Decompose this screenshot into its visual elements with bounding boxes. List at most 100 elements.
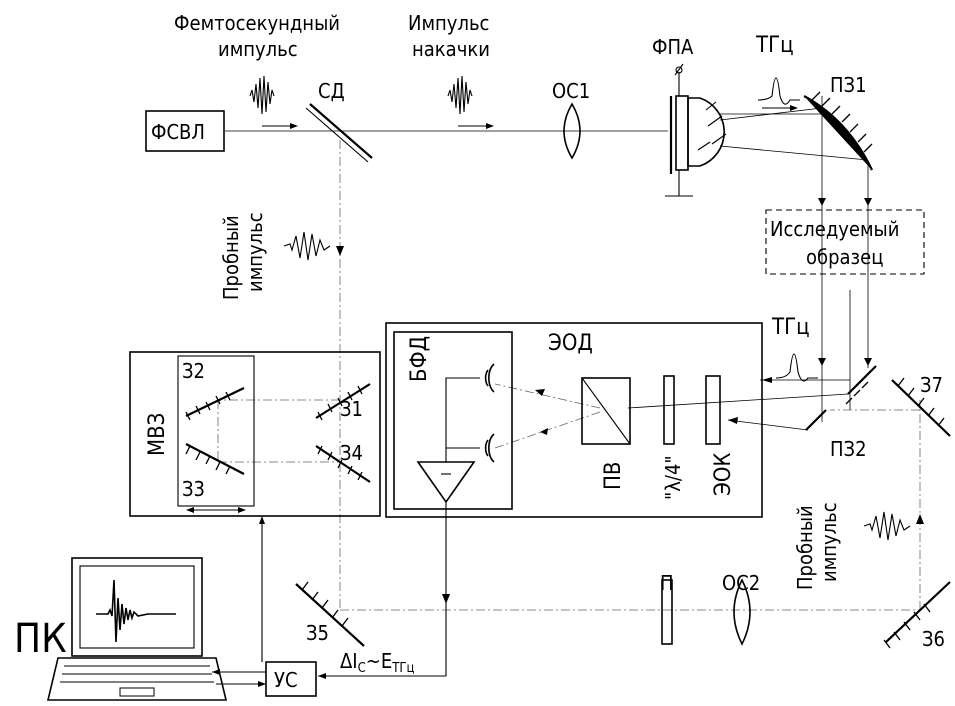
parabolic-mirror-2-label: ПЗ2 [830,437,867,461]
parabolic-mirror-2 [847,365,877,395]
signal-amplifier-box [265,661,317,697]
svg-text:ПВ: ПВ [601,462,626,490]
mirror-z5 [295,583,365,647]
mirror-z7-hatch [897,377,945,427]
silicon-lens [687,97,725,167]
eo-crystal-label: ЭОК [711,453,736,496]
parabolic-mirror-1 [803,95,873,171]
laptop-keyboard [60,665,214,697]
probe-right-label: Пробный импульс [793,502,841,590]
probe-left-pulse [283,231,331,261]
femto-pulse-arrow-head [290,123,298,129]
photodiode-top-inner [484,369,489,387]
mirror-z1 [315,383,371,419]
mirror-z4 [315,445,371,483]
thz-arrow-3 [818,358,826,366]
pm1-hatch [811,91,873,153]
beam-splitter [309,103,373,159]
wire-pc-to-amp-arrow [258,681,266,687]
wollaston-label: ПВ [601,462,626,490]
wire-amp-to-delay-arrow [259,516,265,524]
beam-splitter-label: СД [318,79,345,103]
silicon-lens-hatch-4 [697,141,711,151]
thz-beam-spread [719,107,823,121]
thz-beam-lower [719,145,869,161]
svg-text:импульс: импульс [817,502,841,582]
laptop-screen [79,565,195,649]
mirror-z2-label: З2 [182,359,205,383]
sample-box [765,209,925,275]
laser-label: ФСВЛ [151,120,205,144]
carriage-arrow-right [238,507,246,513]
pca-block [675,95,689,171]
parabolic-mirror-1-label: ПЗ1 [830,73,867,97]
laptop-base [46,657,228,701]
beam-splitter-back [305,107,369,163]
signal-amplifier-label: УС [274,668,298,692]
delay-line-carriage [177,355,255,507]
mirror-z3 [185,443,245,475]
lens-os1 [563,102,581,160]
mirror-z3-hatch [185,445,231,475]
eoc-arrow-2 [762,377,772,383]
svg-text:БФД: БФД [407,336,432,382]
photodiode-top [488,363,495,393]
svg-text:ЭОК: ЭОК [711,453,736,496]
mirror-z3-label: З3 [182,477,205,501]
bpd-label: БФД [407,336,432,382]
thz-mid-pulse [775,353,818,382]
mirror-z7-label: З7 [920,373,943,397]
thz-mid-label: ТГц [771,315,810,340]
wollaston-prism [581,377,631,445]
svg-text:МВЗ: МВЗ [145,413,170,456]
eoc-arrow-1 [728,417,738,424]
polarizer-label: П [660,571,674,595]
svg-text:Пробный: Пробный [219,215,243,300]
pca-label: ФПА [652,35,694,59]
pump-pulse-wave [447,75,473,115]
mirror-z4-label: З4 [340,441,363,465]
photodiode-bottom-inner [484,439,489,457]
eod-label: ЭОД [548,331,593,356]
thz-top-arrow-head [790,105,798,111]
beam-into-eoc-2 [727,419,809,431]
bpd-output-arrow [442,594,450,604]
probe-right-pulse [863,511,911,541]
lens-os2 [733,578,751,646]
mirror-pm2-left [805,409,827,431]
mirror-z1-hatch [317,385,363,421]
pump-pulse-label-2: накачки [412,37,490,61]
wire-bpd-to-amp-arrow [318,673,326,679]
svg-text:Пробный: Пробный [793,505,817,590]
mirror-z7 [891,379,951,437]
photodiode-bottom [488,433,495,463]
probe-arrow-right [916,514,924,524]
svg-text:импульс: импульс [243,212,267,292]
signal-label: ΔIC~EТГц [340,649,415,676]
mirror-z5-label: З5 [306,621,329,645]
pump-pulse-label-1: Импульс [408,11,489,35]
wire-amp-to-pc-arrow [212,669,220,675]
thz-top-pulse [757,77,800,105]
quarter-wave-plate [663,375,675,445]
mirror-z5-hatch [301,581,349,627]
femto-pulse-label-2: импульс [218,37,298,61]
beam-into-eoc-1 [627,393,849,409]
eo-crystal [705,375,721,445]
femto-pulse-label-1: Фемтосекундный [174,11,340,35]
thz-arrow-2 [864,198,872,206]
polarizer [661,579,673,645]
bpd-box [393,331,513,510]
femto-pulse-wave [249,75,275,115]
bpd-arrow-2 [540,428,548,435]
amplifier-triangle [416,461,476,504]
mirror-z6 [885,581,951,643]
pm2-hatch [845,381,869,405]
lens-os2-label: ОС2 [722,571,760,595]
mirror-z4-hatch [317,445,363,481]
mirror-z6-label: З6 [922,627,945,651]
lens-os1-label: ОС1 [552,79,590,103]
eod-box [385,322,763,518]
sample-label-2: образец [806,245,883,269]
